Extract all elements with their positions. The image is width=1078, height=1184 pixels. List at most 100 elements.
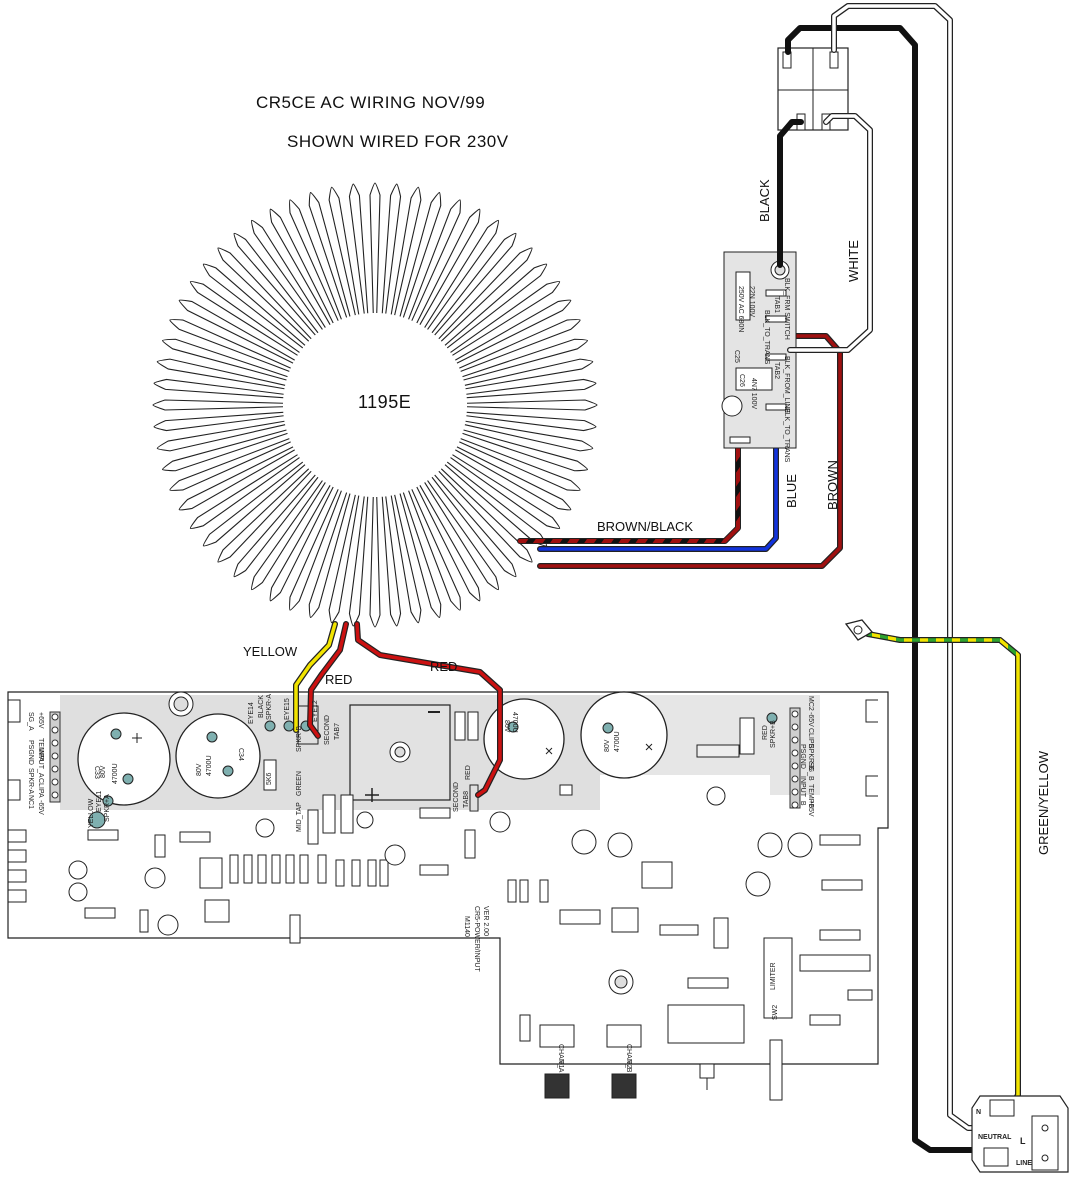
secondary-wires (293, 621, 503, 798)
toroid-winding (431, 232, 517, 336)
left-conn-label-5: SPKR-A (27, 768, 34, 795)
toroid-winding (348, 183, 369, 314)
switch-frm-line: BLK_FROM_LINE (783, 356, 790, 414)
toroid-winding (464, 358, 594, 390)
pcb-board-ver: VER 2.00 (482, 906, 489, 936)
toroid-winding (156, 358, 286, 390)
pcb-tab7: TAB7 (334, 723, 341, 740)
wire-label-red-left: RED (325, 672, 353, 687)
toroid-winding (269, 208, 334, 325)
toroid-winding (462, 429, 588, 472)
wire-label-brown: BROWN (825, 460, 840, 510)
left-conn-label-2: INPUT_A (37, 748, 44, 778)
toroid-winding (202, 263, 306, 349)
toroid-winding (348, 496, 369, 627)
pcb-board-num: M1140 (463, 916, 470, 937)
toroid-winding (381, 496, 402, 627)
toroid-winding (233, 474, 319, 578)
pcb-r5k: 5K6 (266, 772, 273, 785)
toroid-winding (153, 378, 284, 399)
left-conn-label-0: +65V (37, 712, 44, 729)
inlet-line: LINE (1016, 1160, 1032, 1167)
toroid-winding (450, 454, 561, 530)
pcb-spkr-a: SPKR-A (266, 693, 273, 720)
pcb-yellow: YELLOW (88, 798, 95, 828)
pcb-spkr-a-plus: SPKR+A (104, 794, 111, 822)
pcb-tab8: TAB8 (463, 791, 470, 808)
inlet-neutral: NEUTRAL (978, 1134, 1012, 1141)
toroid-winding (233, 232, 319, 336)
pcb-cap35-4700u: 4700U (511, 712, 518, 733)
toroid-winding (399, 492, 442, 618)
toroid-winding (466, 378, 597, 399)
pcb-c34: C34 (237, 748, 244, 761)
toroid-winding (381, 183, 402, 314)
pcb-eye15: EYE15 (284, 698, 291, 720)
diagram-title: CR5CE AC WIRING NOV/99 (256, 93, 486, 112)
pcb-components (68, 691, 873, 1101)
switch-cap-spec: 250V AC 680N (737, 286, 744, 333)
capacitor-c36 (580, 691, 668, 779)
switch-fusing: BLK_FRM SWITCH (783, 278, 790, 340)
earth-lug (844, 619, 873, 641)
toroid-hole (285, 315, 465, 495)
pcb-mid-tap: MID_TAP (296, 802, 303, 832)
pcb-red-tab: RED (465, 765, 472, 780)
toroid-winding (162, 338, 288, 381)
toroid-winding (169, 319, 291, 372)
toroid-winding (217, 247, 312, 342)
toroid-winding (464, 420, 594, 452)
toroid-winding (459, 319, 581, 372)
toroid-winding (408, 199, 461, 321)
pcb-black-sp: BLACK (258, 695, 265, 718)
capacitor-c35 (483, 698, 565, 780)
toroid-winding (455, 446, 572, 511)
toroid-winding (308, 492, 351, 618)
diagram-subtitle: SHOWN WIRED FOR 230V (287, 132, 509, 151)
left-conn-label-4: PSGND (27, 740, 34, 765)
toroid-winding (269, 485, 334, 602)
pcb-p2: P2 (625, 1060, 632, 1069)
pcb-eye14: EYE14 (248, 702, 255, 724)
toroid-winding (217, 468, 312, 563)
left-conn-label-7: -65V (37, 800, 44, 815)
right-conn-label-4: PSGND (799, 744, 806, 769)
pcb-p1: P1 (557, 1060, 564, 1069)
wire-label-black: BLACK (757, 179, 772, 222)
wire-label-yellow: YELLOW (243, 644, 298, 659)
pcb-cap-80v: 80V (100, 765, 107, 778)
toroid-winding (466, 399, 598, 411)
wire-label-white: WHITE (846, 240, 861, 282)
switch-c26: C26 (738, 374, 745, 387)
switch-blk-to-trans: BLK_TO_TRANS (763, 310, 770, 365)
pcb-cap-80v-b: 80V (196, 763, 203, 776)
switch-tab1: TAB1 (773, 296, 780, 313)
toroid-winding (416, 208, 481, 325)
inlet-l: L (1020, 1136, 1026, 1146)
pcb-cap-4700u-b: 4700U (206, 755, 213, 776)
toroid-winding (455, 299, 572, 364)
pcb-eye12: EYE12 (312, 700, 319, 722)
wire-label-blue: BLUE (784, 474, 799, 508)
right-conn-label-8: +65V (807, 800, 814, 817)
transformer-label: 1195E (358, 392, 412, 412)
toroid-winding (250, 480, 326, 591)
mains-inlet (971, 1095, 1069, 1173)
toroid-winding (466, 411, 597, 432)
right-conn-label-5: SG_B (807, 762, 814, 781)
toroid-winding (424, 480, 500, 591)
toroid-winding (424, 219, 500, 330)
switch-cap-spec3: 4N7 100V (750, 378, 757, 410)
toroid-winding (431, 474, 517, 578)
toroid-winding (189, 454, 300, 530)
toroid-winding (369, 182, 381, 314)
wire-label-green-yellow: GREEN/YELLOW (1036, 750, 1051, 855)
toroid-winding (390, 186, 422, 316)
pcb-sw2: SW2 (772, 1004, 779, 1020)
toroid-winding (450, 280, 561, 356)
right-conn-label-0: MC2 (807, 696, 814, 711)
toroidal-transformer (152, 182, 598, 628)
toroid-winding (162, 429, 288, 472)
right-connector (789, 707, 801, 809)
